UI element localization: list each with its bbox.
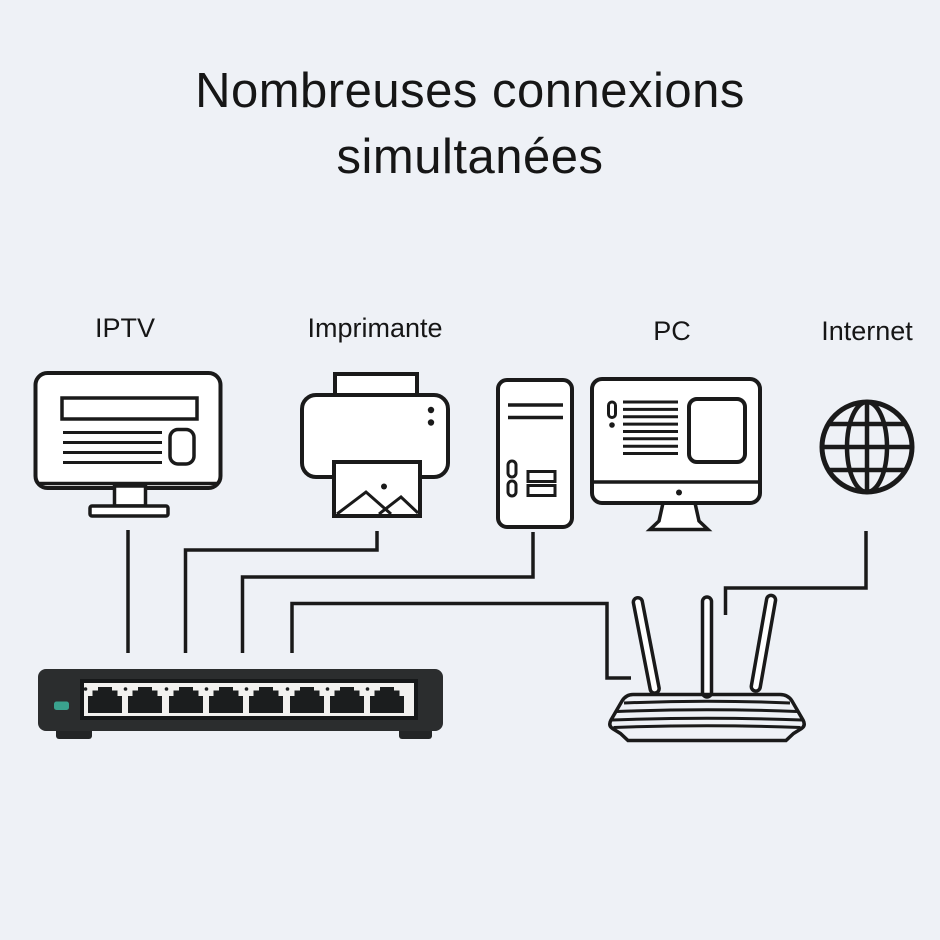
router-stripe-3 — [611, 716, 803, 722]
headline: Nombreuses connexions simultanées — [0, 58, 940, 190]
cable-lines — [126, 530, 868, 680]
pc-tower-icon — [496, 378, 574, 529]
rj45-port — [249, 687, 283, 713]
monitor-exclamation-bar — [607, 400, 617, 419]
cable-internet-to-router — [723, 531, 868, 615]
label-iptv: IPTV — [94, 313, 156, 343]
port-pin-dot — [365, 687, 370, 691]
rj45-port — [370, 687, 404, 713]
label-pc: PC — [653, 316, 691, 346]
tv-thumbnail — [168, 427, 196, 466]
rj45-port — [169, 687, 203, 713]
label-printer: Imprimante — [307, 313, 443, 343]
port-pin-dot — [164, 687, 169, 691]
pc-tower-drive-2 — [526, 484, 557, 497]
router-antenna-right — [749, 593, 778, 693]
switch-icon — [38, 669, 443, 739]
router-stripe-4 — [613, 724, 801, 729]
printer-icon — [300, 372, 450, 518]
tv-text-lines — [63, 431, 162, 464]
router-stripe-2 — [616, 708, 798, 713]
port-pin-dot — [83, 687, 88, 691]
rj45-port — [128, 687, 162, 713]
pc-tower-slot-2 — [506, 479, 518, 498]
monitor-text-lines — [623, 400, 678, 455]
label-internet: Internet — [821, 316, 913, 346]
port-pin-dot — [204, 687, 209, 691]
globe-latitude-lines — [828, 421, 906, 473]
cable-pc-to-switch — [240, 532, 535, 653]
port-pin-dot — [244, 687, 249, 691]
pc-monitor-icon — [590, 377, 762, 532]
cable-printer-to-switch — [183, 531, 379, 653]
printer-led-dot-2 — [427, 419, 435, 426]
router-stripe-1 — [623, 699, 791, 705]
router-antenna-center — [700, 595, 714, 699]
pc-tower-slot-1 — [506, 459, 518, 479]
printer-led-dot-1 — [427, 406, 435, 414]
tv-stand-neck — [112, 484, 148, 508]
tv-icon — [33, 371, 223, 518]
port-pin-dot — [123, 687, 128, 691]
printer-photo-sun — [381, 483, 387, 490]
monitor-window — [687, 397, 747, 464]
rj45-port — [330, 687, 364, 713]
pc-tower-case — [496, 378, 574, 529]
cable-switch-to-router — [290, 601, 631, 680]
switch-led — [54, 701, 69, 710]
tv-stand-base — [88, 504, 170, 518]
rj45-port — [209, 687, 243, 713]
rj45-port — [290, 687, 324, 713]
pc-tower-drive-1 — [526, 470, 557, 483]
router-body — [608, 692, 806, 743]
monitor-stand — [645, 501, 713, 532]
pc-tower-vents — [508, 403, 563, 420]
headline-line1: Nombreuses connexions — [195, 64, 745, 118]
port-pin-dot — [325, 687, 330, 691]
tv-menu-bar — [60, 396, 199, 421]
rj45-port — [88, 687, 122, 713]
router-icon — [608, 593, 806, 743]
monitor-exclamation-dot — [609, 422, 615, 428]
printer-photo-mountain-small — [378, 495, 420, 516]
printer-photo-mountain-large — [336, 490, 392, 516]
port-pin-dot — [285, 687, 290, 691]
switch-ports — [83, 687, 404, 713]
headline-line2: simultanées — [336, 130, 604, 184]
monitor-power-dot — [676, 489, 682, 496]
router-antenna-left — [631, 595, 661, 695]
globe-icon — [819, 399, 915, 495]
